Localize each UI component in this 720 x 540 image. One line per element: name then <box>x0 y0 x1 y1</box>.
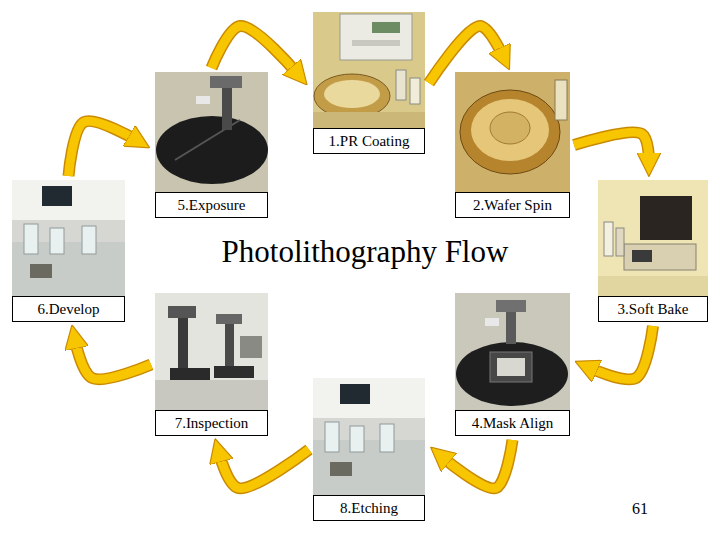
process-step: 2.Wafer Spin <box>455 72 570 218</box>
photo-shape <box>50 228 64 254</box>
process-step: 1.PR Coating <box>313 12 425 154</box>
photo-shape <box>155 72 268 192</box>
photo-shape <box>82 226 96 254</box>
photo-shape <box>485 318 499 326</box>
process-step: 5.Exposure <box>155 72 268 218</box>
step-caption: 2.Wafer Spin <box>455 192 570 218</box>
step-caption: 4.Mask Align <box>455 410 570 436</box>
photo-shape <box>460 90 560 174</box>
photo-shape <box>210 76 242 88</box>
photo-shape <box>214 366 254 378</box>
photo-shape <box>155 380 268 410</box>
photo-shape <box>604 222 613 256</box>
photo-shape <box>410 78 420 104</box>
photo-shape <box>30 264 52 278</box>
connector-outline <box>429 26 503 83</box>
photo-shape <box>330 462 352 476</box>
photo-shape <box>170 368 210 380</box>
photo-shape <box>324 80 380 108</box>
photo-shape <box>216 314 242 324</box>
microscope-photo <box>155 293 268 410</box>
photo-shape <box>12 180 125 296</box>
photo-shape <box>178 310 188 372</box>
photo-shape <box>314 74 390 118</box>
photo-shape <box>640 196 692 240</box>
photo-shape <box>490 112 530 144</box>
connector-outline <box>75 341 151 380</box>
step-caption: 7.Inspection <box>155 410 268 436</box>
photo-shape <box>471 99 549 161</box>
flow-arrow <box>429 26 503 83</box>
photo-shape <box>496 300 526 312</box>
photo-shape <box>616 228 624 256</box>
photo-shape <box>497 358 525 376</box>
photo-shape <box>372 22 400 33</box>
process-step: 3.Soft Bake <box>598 180 708 322</box>
photo-shape <box>490 352 532 382</box>
page-number: 61 <box>632 500 648 518</box>
aligner-photo <box>455 293 570 410</box>
photo-shape <box>313 378 425 418</box>
flow-arrow <box>590 326 653 379</box>
flow-arrow <box>219 450 309 489</box>
photo-shape <box>380 424 394 452</box>
etch-bench-photo <box>313 378 425 495</box>
photo-shape <box>598 276 708 296</box>
photo-shape <box>156 116 268 184</box>
photo-shape <box>340 14 412 60</box>
photo-shape <box>313 12 425 128</box>
photo-shape <box>325 422 339 452</box>
photo-shape <box>455 72 570 192</box>
connector-outline <box>443 440 513 488</box>
flow-arrow <box>212 26 297 73</box>
connector-outline <box>212 26 297 73</box>
step-caption: 5.Exposure <box>155 192 268 218</box>
process-step: 6.Develop <box>12 180 125 322</box>
exposure-photo <box>155 72 268 192</box>
photo-shape <box>350 426 364 452</box>
spinner-photo <box>455 72 570 192</box>
develop-bench-photo <box>12 180 125 296</box>
step-caption: 1.PR Coating <box>313 128 425 154</box>
process-step: 7.Inspection <box>155 293 268 436</box>
photo-shape <box>352 40 400 46</box>
step-caption: 8.Etching <box>313 495 425 521</box>
photo-shape <box>42 186 72 206</box>
photo-shape <box>12 180 125 220</box>
photo-shape <box>396 70 406 100</box>
photo-shape <box>240 336 262 358</box>
photo-shape <box>155 293 268 410</box>
photo-shape <box>455 293 570 410</box>
process-step: 8.Etching <box>313 378 425 521</box>
connector-outline <box>69 121 136 176</box>
photo-shape <box>225 318 234 370</box>
hotplate-photo <box>598 180 708 296</box>
photo-shape <box>313 112 425 128</box>
photo-shape <box>313 378 425 495</box>
connector-outline <box>574 132 649 160</box>
photo-shape <box>196 96 210 104</box>
connector-outline <box>590 326 653 379</box>
connector-outline <box>219 450 309 489</box>
photo-shape <box>598 180 708 296</box>
coater-photo <box>313 12 425 128</box>
process-step: 4.Mask Align <box>455 293 570 436</box>
photo-shape <box>340 384 370 404</box>
photo-shape <box>555 80 567 120</box>
step-caption: 6.Develop <box>12 296 125 322</box>
photo-shape <box>624 244 696 270</box>
flow-arrow <box>75 341 151 380</box>
flow-arrow <box>69 121 136 176</box>
diagram-title: Photolithography Flow <box>0 234 720 270</box>
flow-arrow <box>574 132 649 160</box>
step-caption: 3.Soft Bake <box>598 296 708 322</box>
photo-shape <box>456 342 568 406</box>
photo-shape <box>168 306 196 318</box>
flow-arrow <box>443 440 513 488</box>
photo-shape <box>632 250 652 262</box>
photo-shape <box>24 224 38 254</box>
